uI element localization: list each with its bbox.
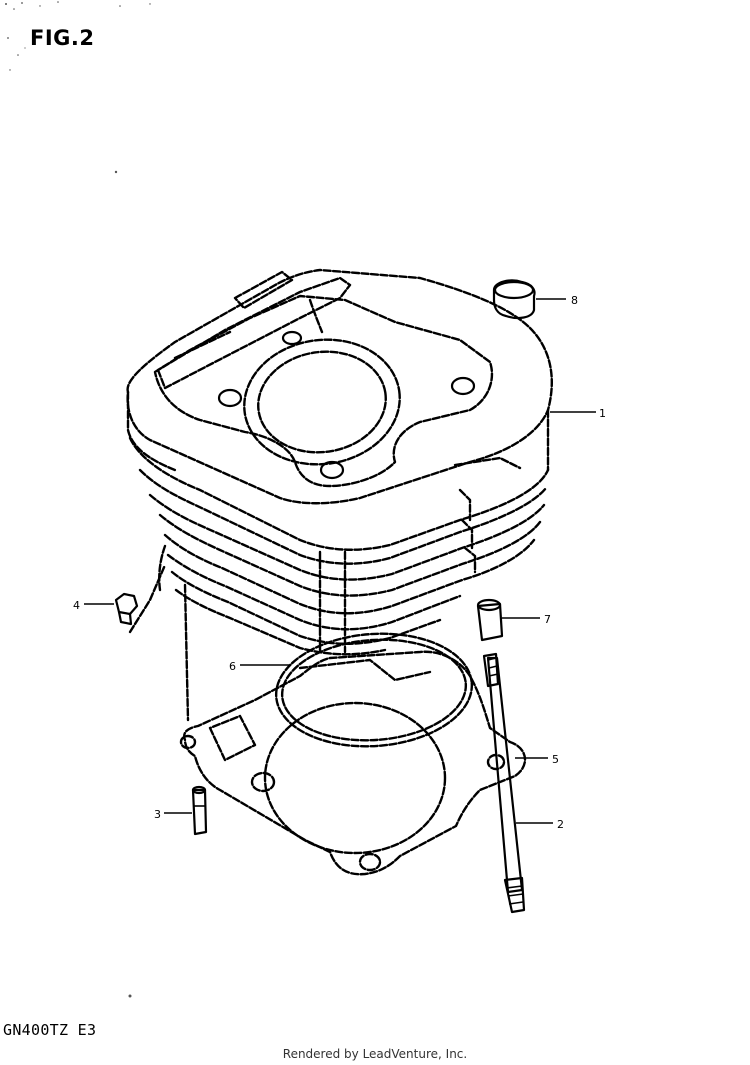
callout-4: 4 xyxy=(73,599,80,612)
cylinder-block xyxy=(126,268,553,656)
cap xyxy=(492,279,536,320)
leader-lines xyxy=(84,298,596,824)
callout-2: 2 xyxy=(557,818,564,831)
callout-1: 1 xyxy=(599,407,606,420)
dowel-pin xyxy=(191,785,208,836)
callout-6: 6 xyxy=(229,660,236,673)
nut xyxy=(114,563,190,722)
dowel-pin-large xyxy=(476,598,504,642)
figure-title: FIG.2 xyxy=(30,26,95,50)
scan-noise xyxy=(5,1,151,998)
cylinder-base-gasket xyxy=(179,650,527,876)
render-credit: Rendered by LeadVenture, Inc. xyxy=(282,1047,468,1061)
callout-numbers: 8 1 4 6 7 5 2 3 xyxy=(73,294,606,831)
stud-bolt xyxy=(482,652,526,914)
callout-8: 8 xyxy=(571,294,578,307)
callout-7: 7 xyxy=(544,613,551,626)
callout-3: 3 xyxy=(154,808,161,821)
callout-5: 5 xyxy=(552,753,559,766)
o-ring xyxy=(274,632,474,748)
model-code: GN400TZ E3 xyxy=(3,1021,97,1039)
